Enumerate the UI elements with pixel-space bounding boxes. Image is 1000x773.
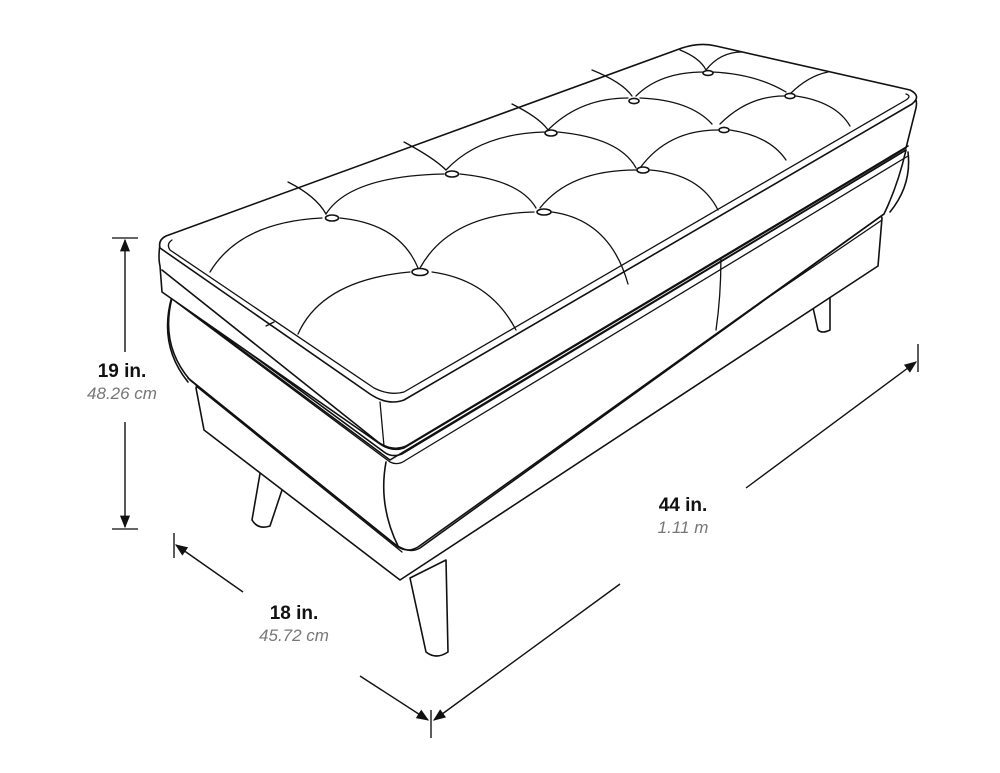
width-dimension-line xyxy=(432,344,919,721)
tuft-button xyxy=(544,129,558,137)
tuft-button xyxy=(628,97,640,105)
tufting xyxy=(209,49,851,335)
width-label: 44 in. 1.11 m xyxy=(628,495,738,539)
depth-imperial: 18 in. xyxy=(269,603,319,624)
seat-cushion xyxy=(158,43,918,451)
tuft-button xyxy=(784,92,796,100)
depth-dimension-line xyxy=(173,533,432,738)
width-imperial: 44 in. xyxy=(658,495,708,516)
leg-front xyxy=(409,559,449,657)
depth-label: 18 in. 45.72 cm xyxy=(234,603,354,647)
height-dimension-line xyxy=(112,237,138,530)
width-metric: 1.11 m xyxy=(657,518,709,537)
tuft-button xyxy=(702,69,714,77)
height-label: 19 in. 48.26 cm xyxy=(62,361,182,405)
height-metric: 48.26 cm xyxy=(87,384,157,403)
height-imperial: 19 in. xyxy=(97,361,147,382)
tuft-button xyxy=(411,267,429,277)
tuft-button xyxy=(324,214,340,222)
depth-metric: 45.72 cm xyxy=(259,626,329,645)
tuft-button xyxy=(636,166,650,174)
tuft-button xyxy=(444,170,460,178)
tuft-button xyxy=(536,208,552,216)
tuft-button xyxy=(718,126,730,134)
